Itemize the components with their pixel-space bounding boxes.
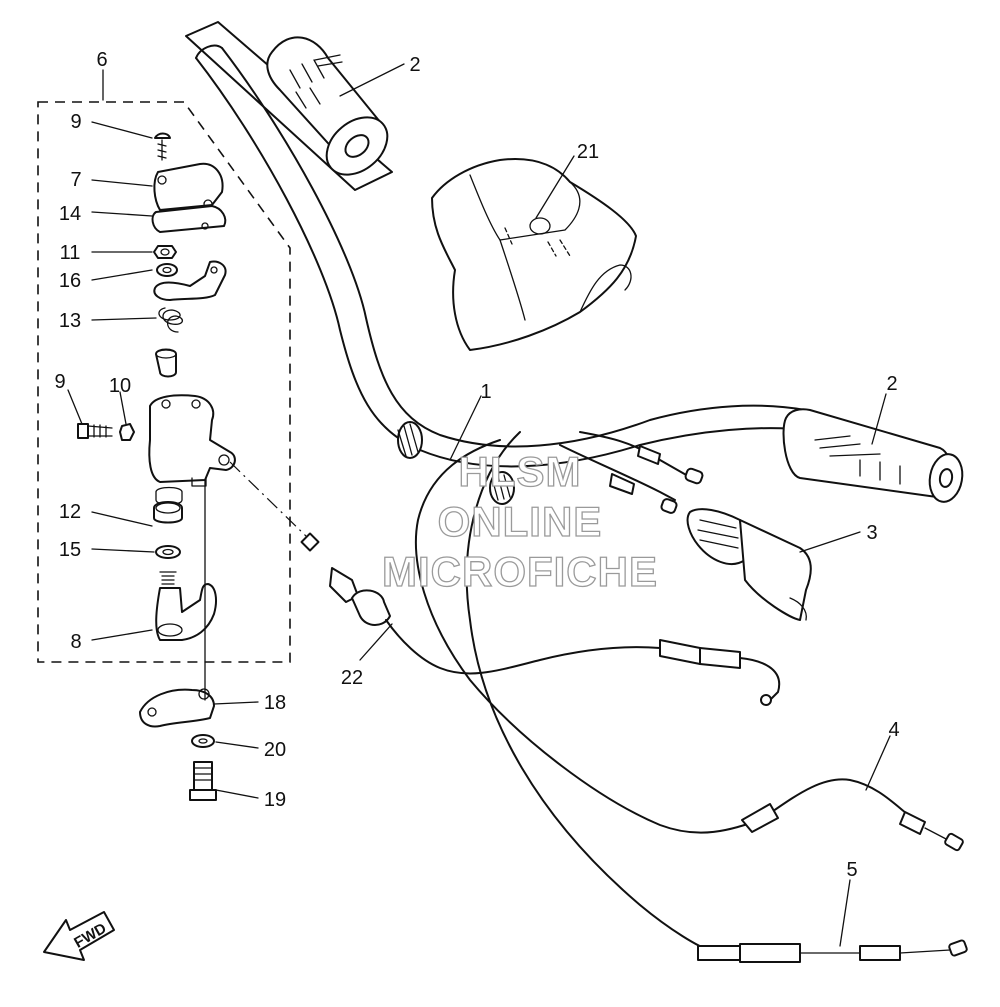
callout-4: 4 <box>888 719 899 741</box>
throttle-lever-bracket <box>153 260 227 301</box>
callout-7: 7 <box>70 169 81 191</box>
bushing-13 <box>153 501 183 524</box>
washer-20 <box>191 734 215 748</box>
callout-2-right: 2 <box>886 373 897 395</box>
watermark-line3: MICROFICHE <box>382 548 658 595</box>
washer-16 <box>155 545 181 559</box>
callout-18: 18 <box>264 692 286 714</box>
callout-3: 3 <box>866 522 877 544</box>
callout-9: 9 <box>70 111 81 133</box>
callout-20: 20 <box>264 739 286 761</box>
callout-13: 12 <box>59 501 81 523</box>
fwd-badge: FWD <box>43 911 115 961</box>
bushing <box>155 348 177 378</box>
callout-2-top: 2 <box>409 54 420 76</box>
callout-10: 9 <box>54 371 65 393</box>
spring-14 <box>158 307 183 333</box>
callout-22: 22 <box>341 667 363 689</box>
watermark-line2: ONLINE <box>438 498 603 545</box>
callout-12: 11 <box>60 242 81 264</box>
handlebar-knurl-left <box>397 421 423 459</box>
nut-11 <box>119 423 135 441</box>
bolt-19 <box>189 761 217 801</box>
assembly-boundary <box>37 101 291 663</box>
fwd-arrow-icon <box>43 911 115 961</box>
callout-5: 5 <box>846 859 857 881</box>
watermark: HLSM ONLINE MICROFICHE <box>381 447 658 595</box>
lever-guard-3 <box>686 508 812 621</box>
screw-9 <box>154 132 171 161</box>
grip-left <box>266 36 389 176</box>
callout-11: 10 <box>109 375 131 397</box>
callout-6: 6 <box>96 49 107 71</box>
bolt-10 <box>77 423 113 439</box>
gasket-15 <box>151 205 227 233</box>
callout-19: 19 <box>264 789 286 811</box>
clamp-18 <box>139 688 215 728</box>
cable-4 <box>741 778 964 852</box>
handlebar-cover <box>431 158 637 351</box>
callout-15: 14 <box>59 203 81 225</box>
cable-5 <box>697 939 968 963</box>
throttle-cover-7 <box>153 162 224 211</box>
callout-1: 1 <box>480 381 491 403</box>
watermark-line1: HLSM <box>459 448 582 495</box>
throttle-cable-22 <box>229 461 781 706</box>
washer-17 <box>156 263 178 277</box>
grip-right <box>782 408 964 503</box>
throttle-housing <box>148 394 236 506</box>
cable-routing <box>415 431 761 951</box>
leader-lines <box>67 63 891 947</box>
throttle-lever-8 <box>155 571 217 641</box>
callout-14: 13 <box>59 310 81 332</box>
callout-16: 15 <box>59 539 81 561</box>
handlebar-knurl-right <box>489 471 515 505</box>
nut-12 <box>153 245 177 259</box>
callout-8: 8 <box>70 631 81 653</box>
callouts: 6 9 7 14 11 16 13 9 10 12 15 8 18 20 19 … <box>54 49 899 881</box>
callout-21: 21 <box>577 141 599 163</box>
callout-17: 16 <box>59 270 81 292</box>
